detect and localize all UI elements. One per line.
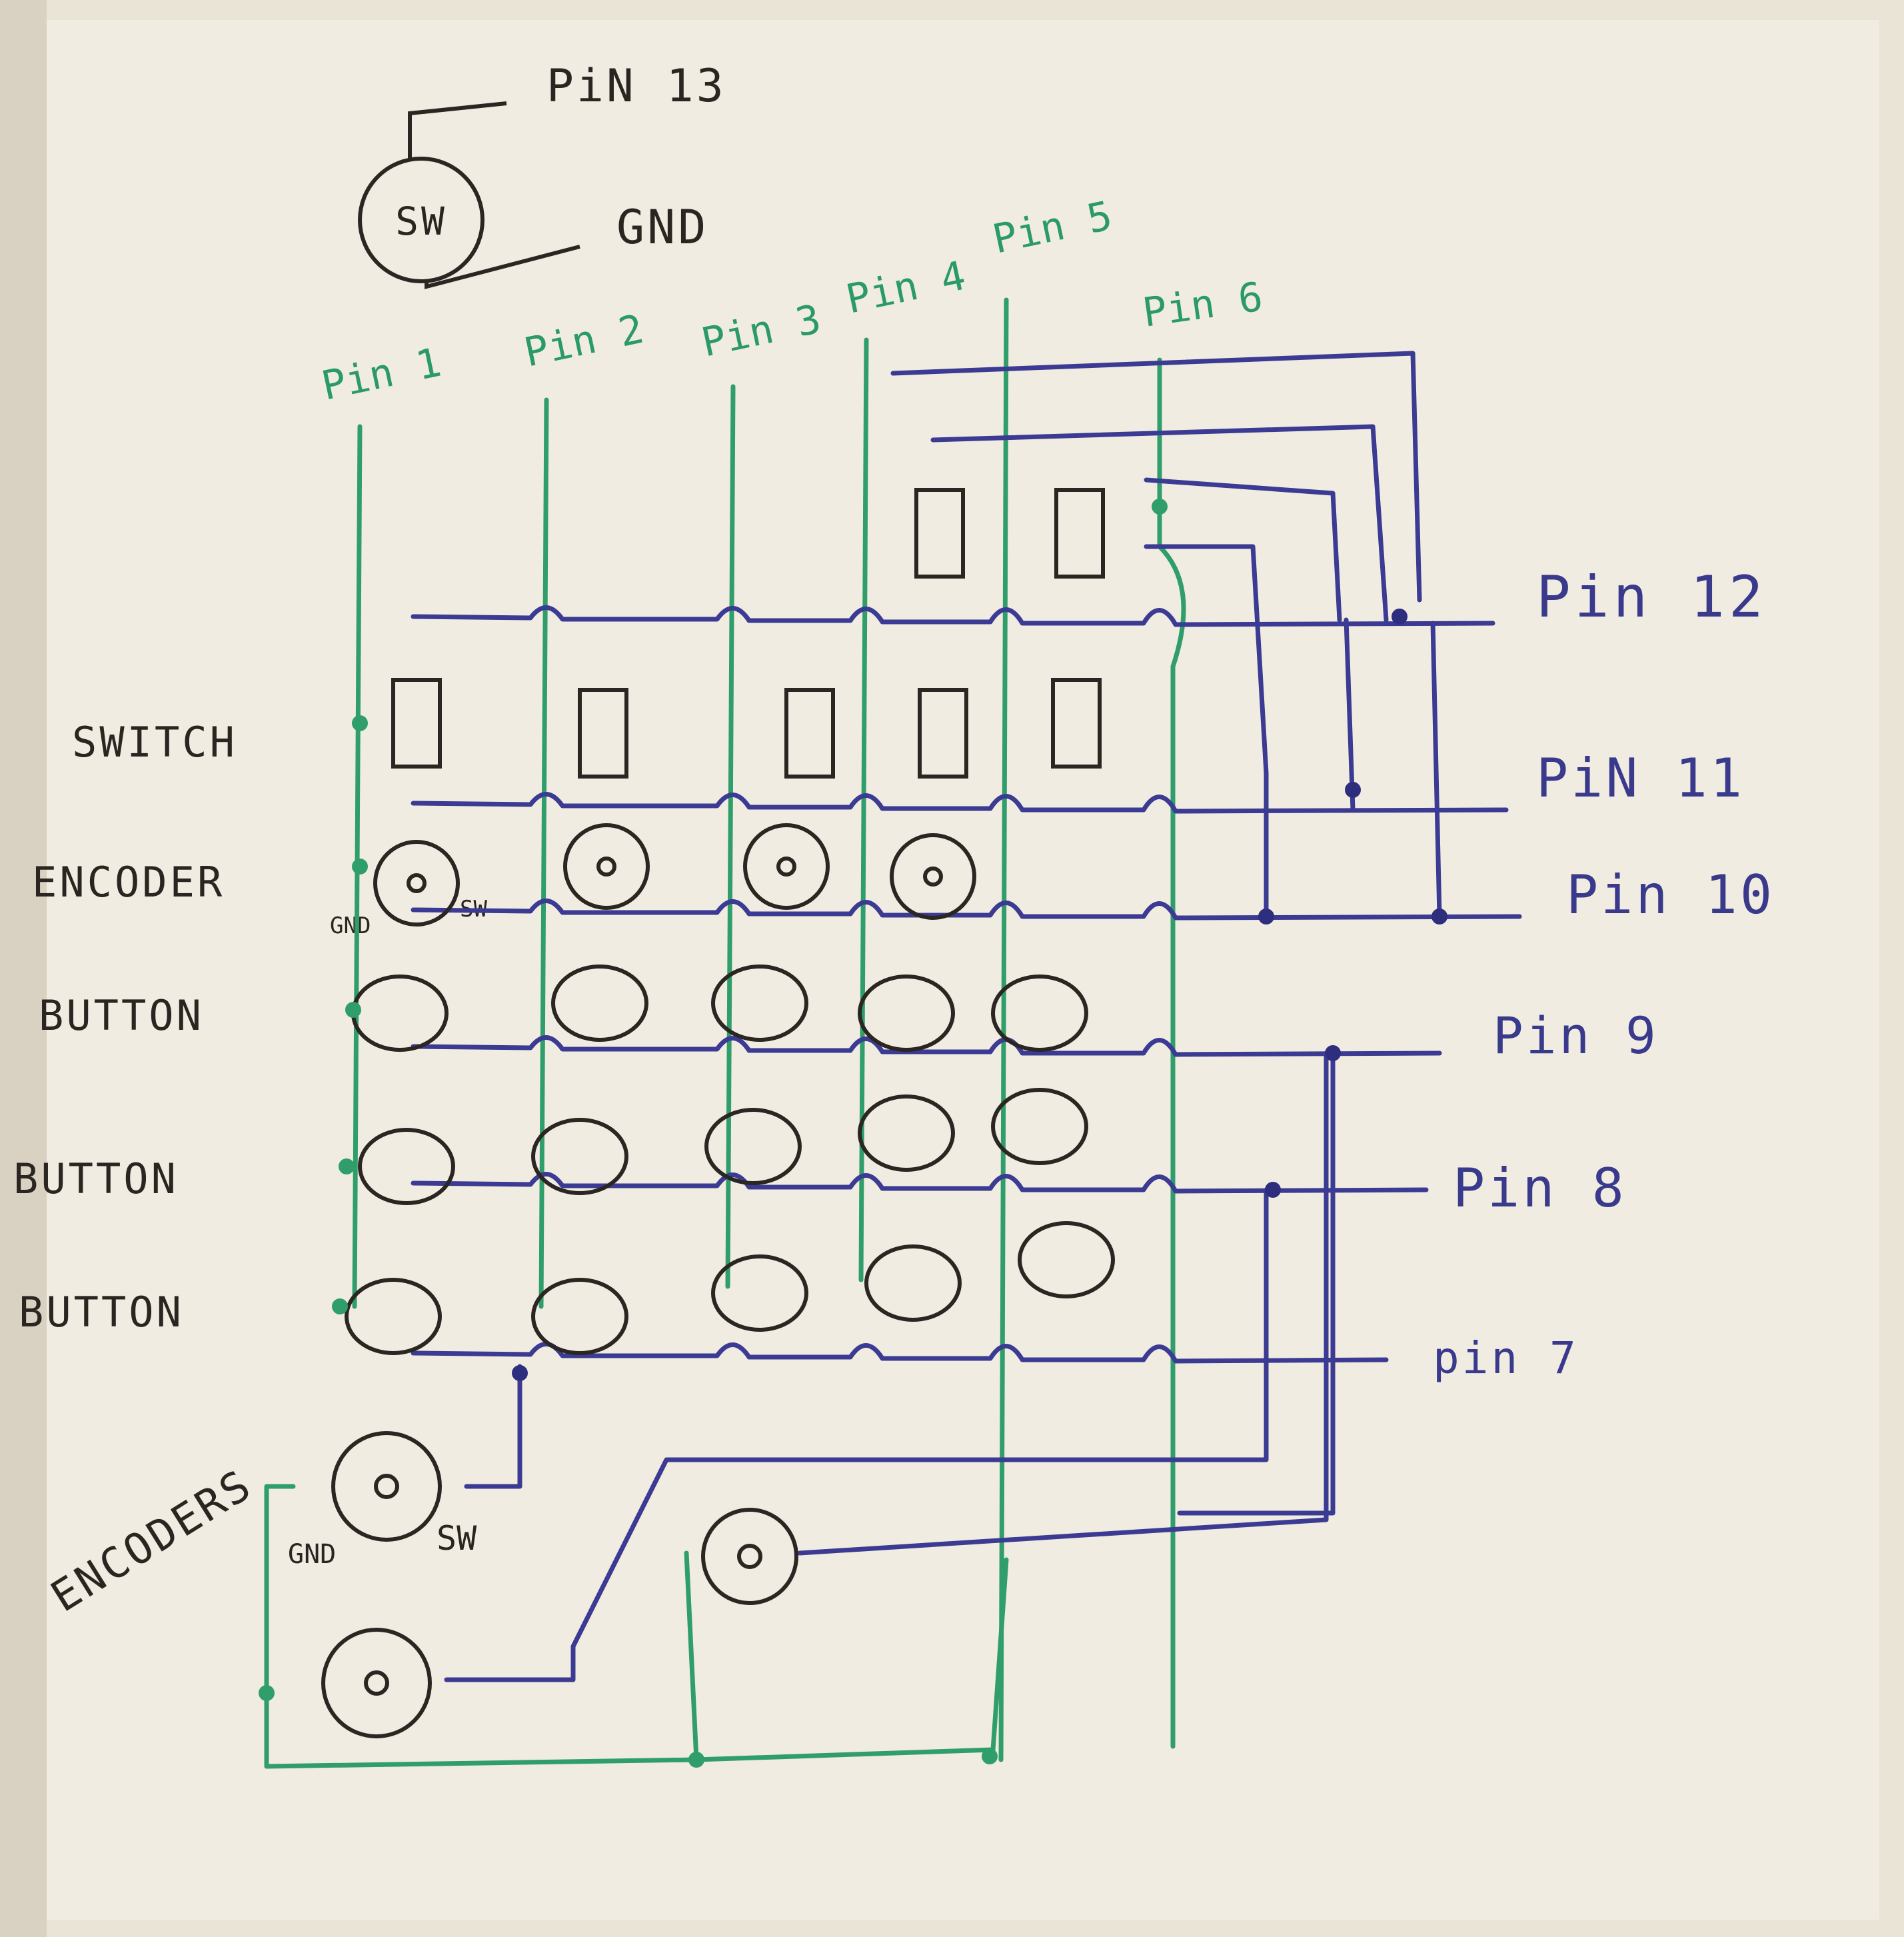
bottom-encoder-3 — [701, 1508, 798, 1605]
top-switch-2 — [1054, 488, 1105, 579]
button-r1-c3 — [711, 965, 808, 1042]
encoder-1 — [373, 840, 460, 927]
junctions — [259, 499, 1447, 1768]
bottom-encoder-2 — [321, 1628, 432, 1738]
row-riser-wire-1 — [890, 351, 1422, 603]
encoder-3 — [743, 823, 830, 910]
row-riser-wire-6 — [1344, 617, 1356, 813]
row-label-encoder: ENCODER — [32, 858, 225, 907]
row-riser-wire-7 — [1177, 1047, 1336, 1516]
row-label-button-1: BUTTON — [39, 991, 204, 1040]
row-wire-4 — [411, 1035, 1442, 1057]
row-junction-dot-2 — [1345, 782, 1361, 798]
button-r1-c5 — [991, 974, 1088, 1052]
column-junction-dot-9 — [259, 1685, 275, 1701]
button-r3-c4 — [864, 1244, 962, 1322]
bottom-encoder-shaft-2 — [364, 1670, 389, 1696]
encoder-4 — [890, 833, 976, 920]
button-r3-c1 — [345, 1278, 442, 1355]
button-r2-c5 — [991, 1088, 1088, 1165]
bottom-ground-wire — [264, 1484, 699, 1769]
row-riser-wire-9 — [797, 1050, 1329, 1556]
column-wire-6 — [1157, 357, 1186, 1749]
row-pin-label-9: Pin 9 — [1493, 1006, 1659, 1065]
encoder-shaft-3 — [776, 857, 796, 877]
button-r2-c3 — [704, 1108, 802, 1185]
row-pin-label-7: pin 7 — [1433, 1332, 1579, 1384]
column-junction-dot-6 — [688, 1752, 704, 1768]
pin-13-label: PiN 13 — [546, 60, 726, 113]
row-wire-3 — [411, 899, 1522, 921]
row-pin-label-8: Pin 8 — [1453, 1157, 1627, 1219]
row-pin-label-12: Pin 12 — [1536, 564, 1767, 631]
column-junction-dot-4 — [339, 1158, 355, 1174]
row-junction-dot-7 — [512, 1365, 528, 1381]
row-label-button-3: BUTTON — [19, 1288, 184, 1336]
switch-3 — [784, 688, 835, 779]
components — [321, 488, 1115, 1738]
row-wires — [411, 351, 1522, 1682]
row-junction-dot-3 — [1258, 909, 1274, 925]
row-junction-dot-6 — [1265, 1182, 1281, 1198]
switch-1 — [391, 678, 442, 769]
column-wire-2 — [538, 397, 549, 1309]
bottom-encoder-shaft-1 — [374, 1474, 399, 1499]
gnd-label: GND — [616, 200, 708, 255]
button-r2-c4 — [858, 1094, 955, 1172]
row-junction-dot-1 — [1392, 609, 1408, 625]
row-junction-dot-4 — [1431, 909, 1447, 925]
row-label-button-2: BUTTON — [13, 1154, 179, 1203]
column-junction-dot-7 — [982, 1748, 998, 1764]
button-r2-c1 — [358, 1128, 455, 1205]
button-r1-c2 — [551, 965, 648, 1042]
encoders-gnd-note: GND — [288, 1539, 336, 1570]
row-label-switch: SWITCH — [72, 718, 237, 767]
row-riser-wire-4 — [1144, 544, 1269, 919]
row-wire-6 — [411, 1342, 1389, 1364]
switch-4 — [918, 688, 968, 779]
column-junction-dot-8 — [1152, 499, 1168, 515]
button-r3-c2 — [531, 1278, 628, 1355]
row-part-labels: SWITCH ENCODER BUTTON BUTTON BUTTON — [13, 718, 237, 1336]
row-wire-2 — [411, 792, 1509, 814]
bottom-encoder-shaft-3 — [737, 1544, 762, 1569]
column-junction-dot-5 — [332, 1298, 348, 1314]
row-pin-label-11: PiN 11 — [1536, 747, 1745, 809]
button-r2-c2 — [531, 1118, 628, 1195]
button-r1-c4 — [858, 974, 955, 1052]
encoders-sw-note: SW — [437, 1519, 477, 1558]
bottom-encoder-sw-wire — [464, 1364, 522, 1489]
switch-2 — [578, 688, 628, 779]
row-pin-label-10: Pin 10 — [1566, 864, 1775, 926]
encoder-shaft-2 — [596, 857, 616, 877]
row-riser-wire-3 — [1144, 477, 1342, 623]
row-wire-5 — [411, 1172, 1429, 1194]
row-wire-1 — [411, 605, 1495, 627]
column-junction-dot-1 — [352, 715, 368, 731]
top-switch: SW PiN 13 GND — [358, 60, 726, 289]
encoder-shaft-4 — [923, 867, 943, 887]
encoder-gnd-note: GND — [330, 913, 371, 939]
row-riser-wire-5 — [1430, 621, 1442, 919]
row-riser-wire-2 — [930, 424, 1389, 623]
encoder-shaft-1 — [407, 873, 427, 893]
button-r3-c5 — [1018, 1221, 1115, 1298]
row-junction-dot-5 — [1325, 1045, 1341, 1061]
encoder-2 — [563, 823, 650, 910]
switch-5 — [1051, 678, 1102, 769]
column-wire-5 — [998, 297, 1009, 1762]
column-junction-dot-3 — [345, 1002, 361, 1018]
top-switch-label: SW — [395, 199, 447, 244]
button-r3-c3 — [711, 1254, 808, 1332]
column-junction-dot-2 — [352, 859, 368, 875]
column-wire-3 — [725, 384, 736, 1289]
top-switch-1 — [914, 488, 965, 579]
row-riser-wire-8 — [444, 1187, 1269, 1682]
bottom-encoder-1 — [331, 1431, 442, 1542]
row-pin-labels: Pin 12 PiN 11 Pin 10 Pin 9 Pin 8 pin 7 — [1433, 564, 1775, 1384]
top-switch-symbol — [358, 157, 484, 283]
